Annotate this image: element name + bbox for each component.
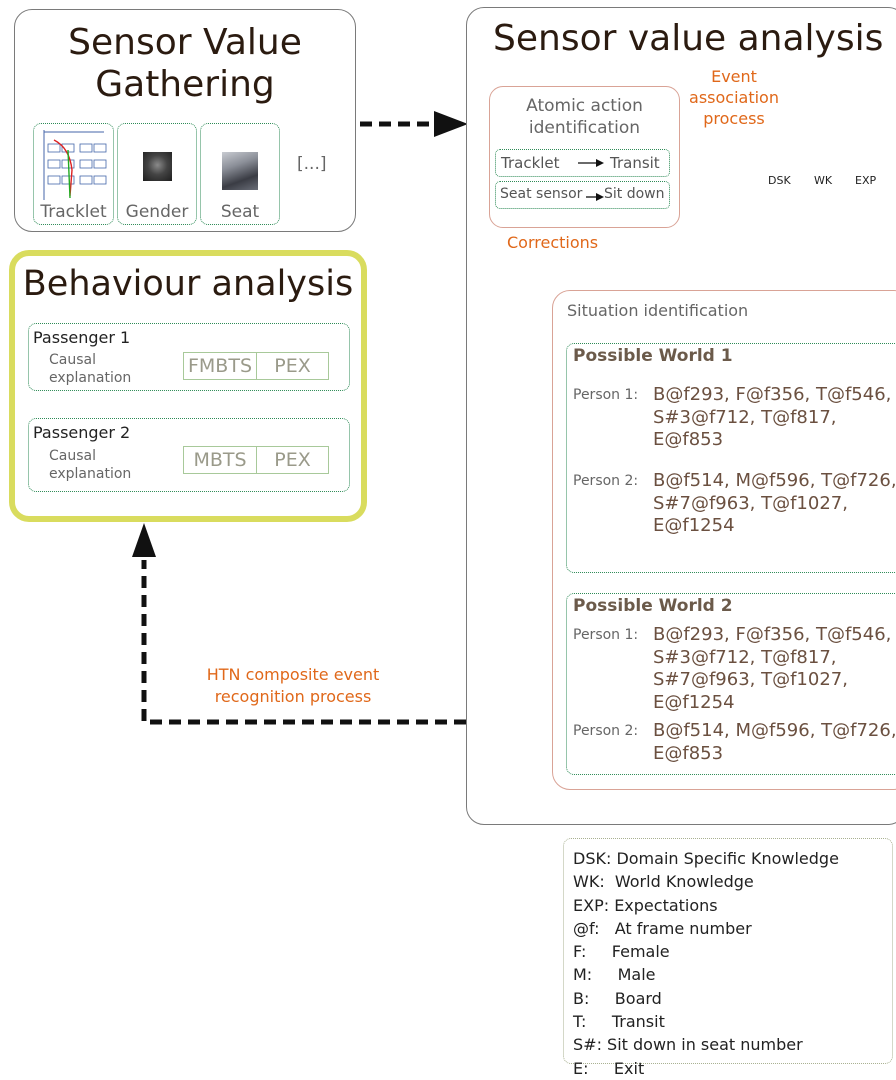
gathering-title-line1: Sensor Value — [68, 22, 302, 63]
legend-item: E: Exit — [573, 1058, 645, 1078]
behaviour-title: Behaviour analysis — [22, 264, 354, 304]
world2-person1-label: Person 1: — [573, 627, 639, 643]
situation-identification-box: Situation identification Possible World … — [552, 290, 896, 790]
legend-item: EXP: Expectations — [573, 895, 718, 915]
passenger-2-explanation: Causal explanation — [49, 447, 131, 483]
event-association-line3: process — [703, 109, 765, 128]
behaviour-analysis-box: Behaviour analysis Passenger 1 Causal ex… — [9, 250, 367, 522]
flow-arrow-analysis-to-behaviour — [132, 523, 466, 725]
event-line: S#3@f712, T@f817, — [653, 406, 837, 428]
event-line: E@f1254 — [653, 691, 735, 713]
event-line: E@f1254 — [653, 515, 735, 536]
explanation-line: explanation — [49, 466, 132, 482]
world1-person2-label: Person 2: — [573, 473, 639, 489]
more-sensors: [...] — [297, 154, 327, 174]
passenger-2-badge: MBTS PEX — [183, 446, 329, 474]
analysis-title: Sensor value analysis — [493, 18, 884, 59]
atomic-row-seat: Seat sensor Sit down — [495, 181, 670, 209]
possible-world-1-title: Possible World 1 — [573, 346, 733, 366]
atomic-row1-left: Tracklet — [501, 154, 560, 172]
tracklet-thumbnail: Tracklet — [33, 123, 114, 225]
legend-item: B: Board — [573, 988, 662, 1008]
event-line: E@f853 — [653, 429, 724, 450]
gathering-title-line2: Gathering — [95, 64, 275, 106]
possible-world-2: Possible World 2 Person 1: B@f293, F@f35… — [566, 593, 896, 775]
passenger-1-explanation: Causal explanation — [49, 351, 131, 387]
flow-arrow-gathering-to-analysis — [360, 111, 468, 137]
gender-thumbnail: Gender — [117, 123, 197, 225]
atomic-action-title: Atomic action identification — [490, 95, 679, 139]
legend-item: T: Transit — [573, 1012, 665, 1032]
passenger-1-card: Passenger 1 Causal explanation FMBTS PEX — [28, 323, 350, 391]
passenger-2-badge-left: MBTS — [184, 447, 257, 473]
passenger-1-badge: FMBTS PEX — [183, 352, 329, 380]
atomic-row2-left: Seat sensor — [500, 186, 583, 202]
explanation-line: Causal — [49, 352, 96, 368]
legend-box: DSK: Domain Specific Knowledge WK: World… — [563, 838, 893, 1078]
arrow-right-icon — [578, 159, 604, 167]
passenger-1-name: Passenger 1 — [33, 328, 131, 347]
atomic-row2-right: Sit down — [604, 186, 665, 202]
passenger-2-card: Passenger 2 Causal explanation MBTS PEX — [28, 418, 350, 492]
input-wk-label: WK — [814, 174, 833, 187]
passenger-1-badge-right: PEX — [274, 355, 311, 377]
event-line: E@f853 — [653, 742, 724, 764]
gender-face-image — [143, 152, 172, 181]
event-line: B@f293, F@f356, T@f546, — [653, 624, 892, 645]
world2-person2-events: B@f514, M@f596, T@f726, E@f853 — [653, 720, 896, 765]
htn-process-label: HTN composite event recognition process — [188, 664, 398, 708]
tracklet-label: Tracklet — [40, 202, 107, 222]
atomic-title-line1: Atomic action — [526, 96, 643, 116]
legend-item: @f: At frame number — [573, 918, 752, 938]
world1-person2-events: B@f514, M@f596, T@f726, S#7@f963, T@f102… — [653, 470, 896, 538]
seat-camera-image — [222, 152, 258, 190]
legend-item: DSK: Domain Specific Knowledge — [573, 849, 839, 868]
event-line: B@f293, F@f356, T@f546, — [653, 384, 892, 405]
event-association-line2: association — [689, 88, 779, 107]
event-line: B@f514, M@f596, T@f726, — [653, 720, 896, 741]
htn-line2: recognition process — [214, 687, 372, 706]
event-association-line1: Event — [711, 67, 757, 86]
passenger-2-badge-right: PEX — [274, 449, 311, 471]
event-line: S#7@f963, T@f1027, — [653, 669, 848, 690]
arrow-right-icon — [586, 193, 604, 201]
passenger-1-badge-left: FMBTS — [184, 353, 257, 379]
explanation-line: Causal — [49, 448, 96, 464]
explanation-line: explanation — [49, 370, 132, 386]
legend-item: S#: Sit down in seat number — [573, 1035, 803, 1055]
tracklet-grid-image — [40, 130, 108, 202]
seat-label: Seat — [220, 202, 260, 222]
world1-person1-events: B@f293, F@f356, T@f546, S#3@f712, T@f817… — [653, 384, 891, 452]
atomic-action-box: Atomic action identification Tracklet Tr… — [489, 86, 680, 228]
passenger-2-name: Passenger 2 — [33, 423, 131, 442]
atomic-title-line2: identification — [528, 118, 641, 138]
possible-world-2-title: Possible World 2 — [573, 596, 733, 616]
possible-world-1: Possible World 1 Person 1: B@f293, F@f35… — [566, 343, 896, 573]
situation-title: Situation identification — [567, 301, 749, 320]
event-association-label: Event association process — [680, 66, 788, 129]
event-line: S#3@f712, T@f817, — [653, 646, 837, 668]
legend-item: M: Male — [573, 965, 656, 985]
atomic-row1-right: Transit — [610, 154, 660, 172]
gathering-title: Sensor Value Gathering — [15, 22, 355, 107]
input-dsk-label: DSK — [768, 174, 791, 187]
world2-person2-label: Person 2: — [573, 723, 639, 739]
event-line: S#7@f963, T@f1027, — [653, 492, 848, 514]
seat-thumbnail: Seat — [200, 123, 280, 225]
input-exp-label: EXP — [855, 174, 877, 187]
corrections-label: Corrections — [507, 233, 599, 252]
sensor-gathering-box: Sensor Value Gathering Tracklet Gender — [14, 9, 356, 232]
atomic-row-tracklet: Tracklet Transit — [495, 149, 670, 177]
legend-item: F: Female — [573, 942, 670, 962]
event-line: B@f514, M@f596, T@f726, — [653, 470, 896, 491]
legend-item: WK: World Knowledge — [573, 872, 754, 892]
world1-person1-label: Person 1: — [573, 387, 639, 403]
gender-label: Gender — [125, 202, 189, 222]
world2-person1-events: B@f293, F@f356, T@f546, S#3@f712, T@f817… — [653, 624, 891, 714]
htn-line1: HTN composite event — [206, 665, 380, 684]
